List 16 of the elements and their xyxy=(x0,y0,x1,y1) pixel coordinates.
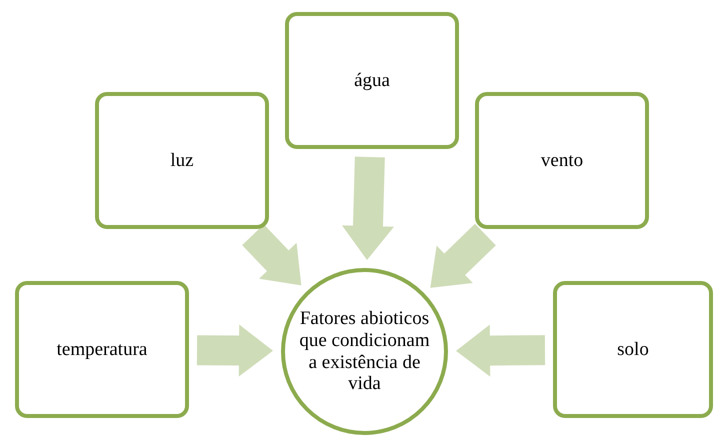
factor-box xyxy=(95,92,269,229)
node-label: luz xyxy=(170,150,194,172)
node-label: Fatores abioticos que condicionam a existência de vida xyxy=(298,308,430,396)
factor-box xyxy=(475,92,649,229)
factor-box xyxy=(553,281,713,418)
node-label: temperatura xyxy=(56,338,148,360)
factor-box xyxy=(285,12,459,149)
factor-box xyxy=(15,281,189,418)
block-arrow xyxy=(456,324,546,377)
block-arrow xyxy=(196,324,273,377)
node-label: água xyxy=(354,70,390,92)
block-arrow xyxy=(242,224,302,286)
node-label: solo xyxy=(617,338,649,360)
block-arrow xyxy=(342,156,394,260)
node-label: vento xyxy=(540,150,584,172)
block-arrow xyxy=(430,224,496,288)
